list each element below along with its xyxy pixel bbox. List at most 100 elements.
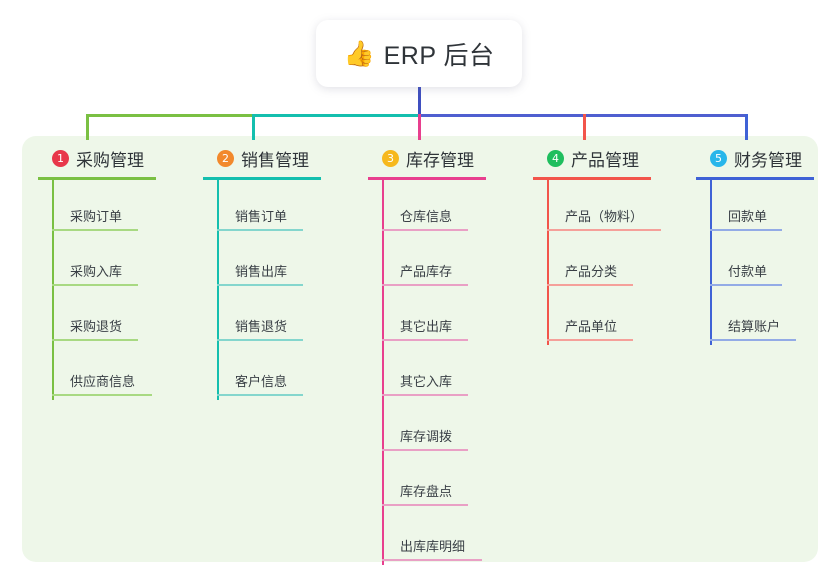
branch-leaf-underline (547, 339, 633, 341)
branch-leaf[interactable]: 付款单 (710, 235, 839, 290)
root-node[interactable]: 👍 ERP 后台 (316, 20, 522, 87)
branch-leaf-label: 产品（物料） (565, 209, 644, 224)
branch-leaf-label: 供应商信息 (70, 374, 136, 389)
branch-leaf-label: 采购入库 (70, 264, 123, 279)
branch-leaf-label: 产品库存 (400, 264, 453, 279)
branch-leaf[interactable]: 供应商信息 (52, 345, 188, 400)
branch-children-5: 回款单付款单结算账户 (696, 180, 839, 345)
branch-leaf-label: 销售退货 (235, 319, 288, 334)
branch-leaf-label: 采购退货 (70, 319, 123, 334)
branch-leaf[interactable]: 结算账户 (710, 290, 839, 345)
branch-leaf-label: 出库库明细 (400, 539, 466, 554)
branch-leaf-label: 结算账户 (728, 319, 781, 334)
branch-leaf[interactable]: 其它入库 (382, 345, 518, 400)
connector-segment-2 (252, 114, 419, 117)
connector-drop-3 (418, 114, 421, 140)
branch-underline-5 (696, 177, 814, 180)
branch-leaf-underline (217, 229, 303, 231)
branch-leaf[interactable]: 仓库信息 (382, 180, 518, 235)
branch-leaf-underline (217, 339, 303, 341)
branch-leaf[interactable]: 采购订单 (52, 180, 188, 235)
branch-header-3[interactable]: 3 库存管理 (368, 145, 518, 171)
branch-leaf[interactable]: 库存调拨 (382, 400, 518, 455)
branch-column-3: 3 库存管理仓库信息产品库存其它出库其它入库库存调拨库存盘点出库库明细 (368, 145, 518, 565)
branch-leaf-label: 其它入库 (400, 374, 453, 389)
branch-underline-2 (203, 177, 321, 180)
branch-spine-5 (710, 180, 712, 345)
branch-leaf-label: 其它出库 (400, 319, 453, 334)
branch-title-3: 库存管理 (406, 150, 474, 170)
branch-title-4: 产品管理 (571, 150, 639, 170)
connector-root-stem (418, 87, 421, 115)
branch-leaf-label: 库存调拨 (400, 429, 453, 444)
branch-leaf-label: 库存盘点 (400, 484, 453, 499)
branch-children-3: 仓库信息产品库存其它出库其它入库库存调拨库存盘点出库库明细 (368, 180, 518, 565)
branch-leaf[interactable]: 产品单位 (547, 290, 683, 345)
branch-children-2: 销售订单销售出库销售退货客户信息 (203, 180, 353, 400)
branch-leaf[interactable]: 库存盘点 (382, 455, 518, 510)
branch-leaf-label: 产品分类 (565, 264, 618, 279)
branch-leaf[interactable]: 采购入库 (52, 235, 188, 290)
branch-leaf-label: 付款单 (728, 264, 768, 279)
branch-leaf-underline (710, 284, 782, 286)
thumbs-up-icon: 👍 (343, 39, 375, 68)
branch-leaf[interactable]: 销售订单 (217, 180, 353, 235)
branch-badge-5: 5 (710, 149, 727, 167)
branch-leaf-underline (382, 339, 468, 341)
branch-underline-4 (533, 177, 651, 180)
branch-leaf[interactable]: 其它出库 (382, 290, 518, 345)
branch-badge-1: 1 (52, 149, 69, 167)
branch-leaf-underline (52, 339, 138, 341)
branch-leaf-label: 回款单 (728, 209, 768, 224)
branch-leaf[interactable]: 产品（物料） (547, 180, 683, 235)
connector-drop-2 (252, 114, 255, 140)
branch-leaf[interactable]: 采购退货 (52, 290, 188, 345)
connector-segment-1 (86, 114, 253, 117)
branch-leaf[interactable]: 销售退货 (217, 290, 353, 345)
branch-leaf-label: 客户信息 (235, 374, 288, 389)
branch-title-5: 财务管理 (734, 150, 802, 170)
branch-badge-2: 2 (217, 149, 234, 167)
branch-spine-2 (217, 180, 219, 400)
branch-leaf-underline (382, 449, 468, 451)
branch-underline-3 (368, 177, 486, 180)
branch-leaf-underline (52, 394, 152, 396)
branch-leaf-underline (382, 394, 468, 396)
branch-leaf[interactable]: 产品分类 (547, 235, 683, 290)
branch-header-4[interactable]: 4 产品管理 (533, 145, 683, 171)
branch-leaf-underline (382, 559, 482, 561)
branch-leaf-underline (217, 394, 303, 396)
branch-column-2: 2 销售管理销售订单销售出库销售退货客户信息 (203, 145, 353, 400)
branch-leaf-underline (52, 284, 138, 286)
branch-leaf-label: 产品单位 (565, 319, 618, 334)
branch-badge-3: 3 (382, 149, 399, 167)
branch-spine-3 (382, 180, 384, 565)
branch-underline-1 (38, 177, 156, 180)
branch-header-2[interactable]: 2 销售管理 (203, 145, 353, 171)
branch-leaf-underline (217, 284, 303, 286)
branch-column-5: 5 财务管理回款单付款单结算账户 (696, 145, 839, 345)
branches-panel (22, 136, 818, 562)
branch-leaf[interactable]: 客户信息 (217, 345, 353, 400)
branch-badge-4: 4 (547, 149, 564, 167)
branch-leaf-underline (710, 229, 782, 231)
branch-leaf-underline (382, 504, 468, 506)
branch-leaf[interactable]: 出库库明细 (382, 510, 518, 565)
branch-leaf-label: 仓库信息 (400, 209, 453, 224)
branch-title-2: 销售管理 (241, 150, 309, 170)
connector-drop-4 (583, 114, 586, 140)
branch-leaf-underline (382, 284, 468, 286)
branch-leaf[interactable]: 销售出库 (217, 235, 353, 290)
connector-drop-5 (745, 114, 748, 140)
branch-leaf[interactable]: 回款单 (710, 180, 839, 235)
connector-segment-3 (418, 114, 746, 117)
branch-leaf-underline (547, 284, 633, 286)
branch-leaf-label: 采购订单 (70, 209, 123, 224)
root-title: ERP 后台 (383, 41, 495, 70)
branch-leaf[interactable]: 产品库存 (382, 235, 518, 290)
branch-header-5[interactable]: 5 财务管理 (696, 145, 839, 171)
branch-leaf-label: 销售订单 (235, 209, 288, 224)
branch-children-4: 产品（物料） 产品分类产品单位 (533, 180, 683, 345)
